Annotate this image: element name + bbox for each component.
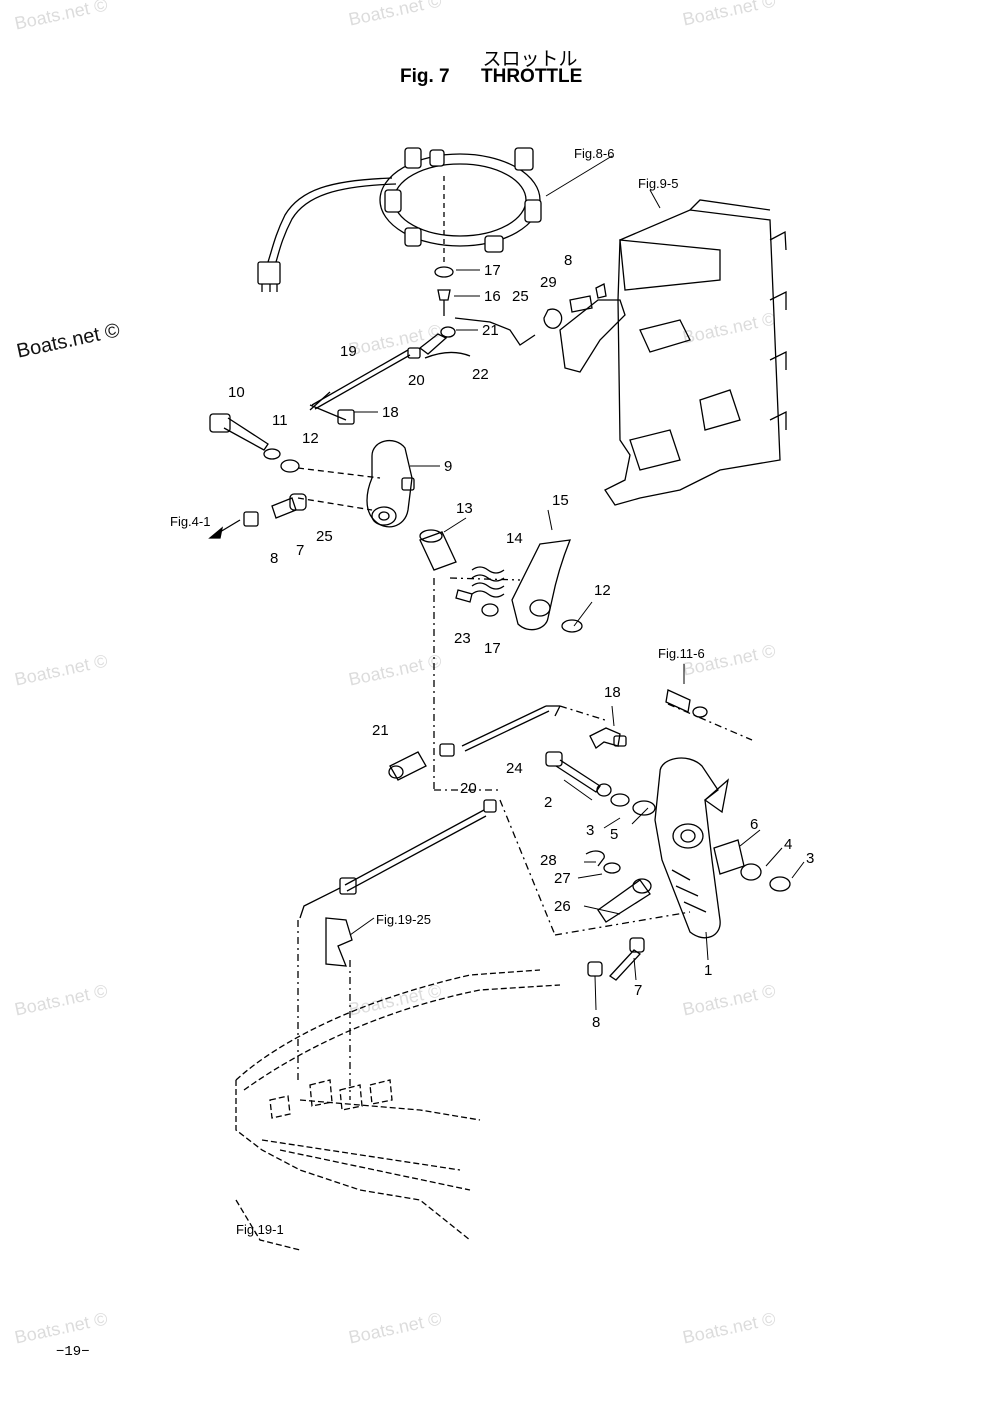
link-26 <box>585 850 652 923</box>
upper-link <box>418 266 536 359</box>
part-label: 11 <box>272 412 288 429</box>
page-number: −19− <box>56 1344 90 1360</box>
fig-ref-19-25: Fig.19-25 <box>376 912 431 927</box>
part-label: 8 <box>564 252 573 269</box>
part-label: 21 <box>482 322 499 339</box>
part-label: 1 <box>704 962 713 979</box>
part-label: 18 <box>382 404 399 421</box>
throttle-cable <box>299 799 497 967</box>
part-label: 25 <box>512 288 529 305</box>
part-label: 16 <box>484 288 501 305</box>
part-label: 7 <box>634 982 643 999</box>
lower-housing <box>235 969 561 1251</box>
part-label: 7 <box>296 542 305 559</box>
part-label: 5 <box>610 826 619 843</box>
part-label: 24 <box>506 760 523 777</box>
part-label: 4 <box>784 836 793 853</box>
rod-19 <box>309 347 421 425</box>
left-fasteners <box>208 493 307 539</box>
fig-ref-8-6: Fig.8-6 <box>574 146 615 161</box>
fig-ref-4-1: Fig.4-1 <box>170 514 211 529</box>
lever-9 <box>297 439 415 528</box>
leader-lines <box>349 155 805 1011</box>
block-fig-9-5 <box>543 199 787 506</box>
spring-and-lever-15 <box>419 529 583 633</box>
part-label: 8 <box>270 550 279 567</box>
fig-ref-19-1: Fig.19-1 <box>236 1222 284 1237</box>
figure-number: Fig. 7 <box>400 66 450 87</box>
bolt-10 <box>209 413 381 479</box>
part-label: 17 <box>484 640 501 657</box>
part-label: 22 <box>472 366 489 383</box>
part-label: 20 <box>408 372 425 389</box>
part-label: 14 <box>506 530 523 547</box>
part-label: 13 <box>456 500 473 517</box>
part-label: 28 <box>540 852 557 869</box>
part-label: 9 <box>444 458 453 475</box>
part-label: 23 <box>454 630 471 647</box>
part-label: 26 <box>554 898 571 915</box>
part-label: 21 <box>372 722 389 739</box>
rod-24 <box>388 705 561 781</box>
part-label: 27 <box>554 870 571 887</box>
part-label: 25 <box>316 528 333 545</box>
bolt-2 <box>545 751 656 816</box>
part-label: 17 <box>484 262 501 279</box>
fig-ref-9-5: Fig.9-5 <box>638 176 679 191</box>
title-japanese: スロットル <box>482 48 578 70</box>
part-label: 3 <box>806 850 815 867</box>
part-label: 15 <box>552 492 569 509</box>
part-label: 3 <box>586 822 595 839</box>
part-label: 12 <box>594 582 611 599</box>
part-label: 6 <box>750 816 759 833</box>
part-label: 8 <box>592 1014 601 1031</box>
part-label: 10 <box>228 384 245 401</box>
figure-title: THROTTLE <box>481 66 583 87</box>
fig-ref-11-6: Fig.11-6 <box>658 646 705 661</box>
part-label: 29 <box>540 274 557 291</box>
part-label: 20 <box>460 780 477 797</box>
part-label: 2 <box>544 794 553 811</box>
part-label: 12 <box>302 430 319 447</box>
ring-assembly <box>257 147 542 292</box>
lever-1 <box>654 757 791 939</box>
part-label: 19 <box>340 343 357 360</box>
part-label: 18 <box>604 684 621 701</box>
lower-clips <box>589 689 708 749</box>
